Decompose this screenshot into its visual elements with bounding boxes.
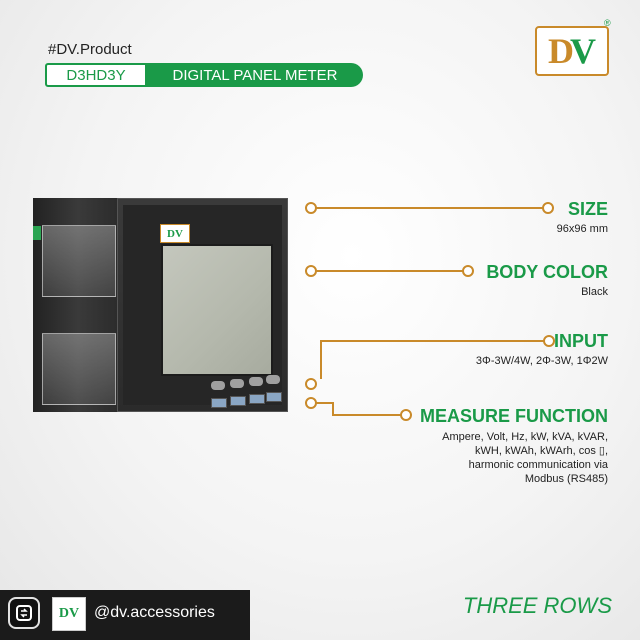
registered-mark: ® bbox=[604, 18, 611, 28]
callout-value-body-color: Black bbox=[581, 286, 608, 298]
callout-line bbox=[332, 402, 334, 415]
callout-dot bbox=[543, 335, 555, 347]
mounting-clip-bottom bbox=[42, 333, 116, 405]
button-label bbox=[266, 392, 282, 402]
button-label bbox=[211, 398, 227, 408]
callout-dot bbox=[400, 409, 412, 421]
callout-title-body-color: BODY COLOR bbox=[486, 262, 608, 282]
callout-value-measure-function: Ampere, Volt, Hz, kW, kVA, kVAR, kWH, kW… bbox=[442, 430, 608, 486]
lcd-screen bbox=[161, 244, 273, 376]
meter-button bbox=[211, 381, 225, 390]
logo-letter-v: V bbox=[570, 31, 596, 71]
meter-housing bbox=[33, 198, 123, 412]
callout-line bbox=[316, 270, 464, 272]
measure-line: Modbus (RS485) bbox=[524, 473, 608, 485]
callout-title-measure-function: MEASURE FUNCTION bbox=[420, 406, 608, 426]
callout-value-input: 3Φ-3W/4W, 2Φ-3W, 1Φ2W bbox=[475, 355, 608, 367]
repost-app-icon[interactable] bbox=[8, 597, 40, 629]
callout-line bbox=[316, 402, 334, 404]
callout-dot bbox=[542, 202, 554, 214]
callout-value-size: 96x96 mm bbox=[556, 223, 608, 235]
measure-line: harmonic communication via bbox=[468, 459, 608, 471]
button-label bbox=[249, 394, 265, 404]
hashtag: #DV.Product bbox=[48, 41, 132, 58]
logo-letter-d: D bbox=[548, 31, 574, 71]
repost-handle[interactable]: @dv.accessories bbox=[94, 604, 215, 621]
repost-bar bbox=[0, 590, 250, 640]
callout-title-size: SIZE bbox=[567, 199, 608, 219]
meter-connector bbox=[33, 226, 41, 240]
repost-icon bbox=[16, 605, 32, 621]
mounting-clip-top bbox=[42, 225, 116, 297]
callout-dot bbox=[305, 378, 317, 390]
measure-line: Ampere, Volt, Hz, kW, kVA, kVAR, bbox=[442, 431, 608, 443]
avatar[interactable]: DV bbox=[52, 597, 86, 631]
meter-logo: DV bbox=[160, 224, 190, 243]
product-name: DIGITAL PANEL METER bbox=[147, 63, 363, 87]
tagline: THREE ROWS bbox=[462, 593, 612, 618]
callout-dot bbox=[462, 265, 474, 277]
meter-button bbox=[249, 377, 263, 386]
meter-button bbox=[230, 379, 244, 388]
measure-line: kWH, kWAh, kWArh, cos ▯, bbox=[475, 445, 608, 457]
callout-line bbox=[316, 207, 544, 209]
button-label bbox=[230, 396, 246, 406]
callout-line bbox=[332, 414, 402, 416]
model-code: D3HD3Y bbox=[45, 63, 147, 87]
callout-line bbox=[320, 340, 545, 342]
callout-title-input: INPUT bbox=[554, 331, 608, 351]
product-pill: D3HD3Y DIGITAL PANEL METER bbox=[45, 63, 363, 87]
meter-button bbox=[266, 375, 280, 384]
callout-line bbox=[320, 340, 322, 379]
